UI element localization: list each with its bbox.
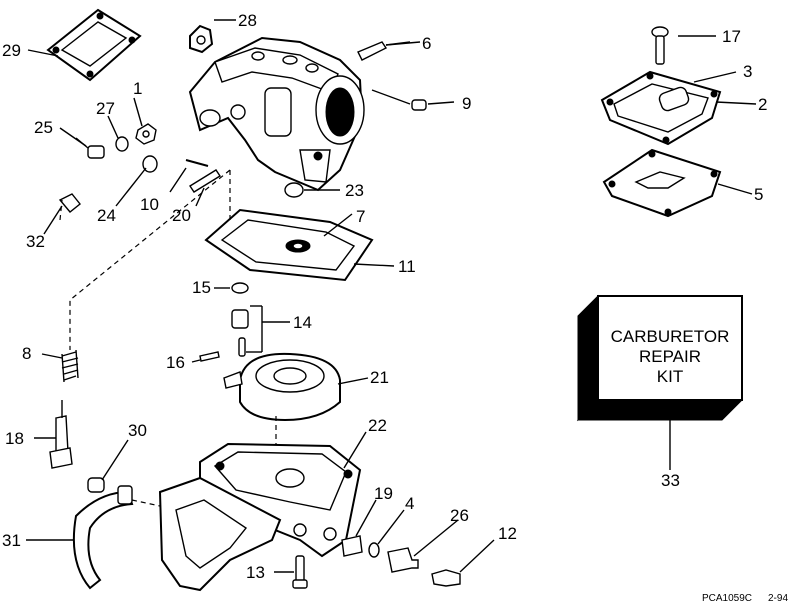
callout-31: 31 (2, 531, 21, 550)
float-21 (223, 352, 341, 422)
clamp-31 (72, 485, 134, 590)
callout-6: 6 (422, 34, 431, 53)
diaphragm-5 (602, 148, 722, 218)
callout-23: 23 (345, 181, 364, 200)
kit-label-line2: REPAIR (639, 347, 701, 366)
figure-code: PCA1059C (702, 593, 752, 604)
callout-26: 26 (450, 506, 469, 525)
callout-labels: 1 2 3 4 5 6 7 8 9 10 11 12 13 14 15 16 1… (2, 11, 767, 582)
screw-25 (75, 137, 105, 159)
callout-22: 22 (368, 416, 387, 435)
callout-10: 10 (140, 195, 159, 214)
callout-5: 5 (754, 185, 763, 204)
screw-6 (357, 41, 411, 61)
callout-8: 8 (22, 344, 31, 363)
callout-2: 2 (758, 95, 767, 114)
carburetor-body (188, 36, 365, 192)
spring-19 (341, 535, 363, 557)
callout-29: 29 (2, 41, 21, 60)
callout-17: 17 (722, 27, 741, 46)
callout-27: 27 (96, 99, 115, 118)
pin-10 (185, 159, 209, 167)
o-ring-15 (231, 282, 249, 294)
callout-18: 18 (5, 429, 24, 448)
screw-30 (87, 477, 105, 493)
clip-24 (142, 155, 158, 173)
washer-27 (115, 136, 129, 152)
repair-kit-box: CARBURETOR REPAIR KIT (576, 294, 744, 422)
callout-30: 30 (128, 421, 147, 440)
callout-32: 32 (26, 232, 45, 251)
callout-24: 24 (97, 206, 116, 225)
float-bowl-22 (199, 442, 362, 558)
leader-lines (26, 19, 757, 573)
figure-date: 2-94 (768, 593, 788, 604)
assembly-lines (59, 169, 277, 507)
callout-14: 14 (293, 313, 312, 332)
callout-7: 7 (356, 207, 365, 226)
fitting-32 (58, 193, 81, 213)
idle-screw-18 (49, 400, 73, 469)
nut-1 (135, 123, 157, 145)
plug-23 (284, 182, 304, 198)
callout-28: 28 (238, 11, 257, 30)
callout-21: 21 (370, 368, 389, 387)
callout-33: 33 (661, 471, 680, 490)
nut-28 (189, 24, 214, 54)
kit-label-line1: CARBURETOR (611, 327, 730, 346)
plug-9 (371, 89, 427, 111)
gasket-29 (46, 8, 142, 82)
callout-20: 20 (172, 206, 191, 225)
callout-13: 13 (246, 563, 265, 582)
callout-25: 25 (34, 118, 53, 137)
callout-1: 1 (133, 79, 142, 98)
washer-4 (368, 542, 380, 558)
screw-20 (189, 169, 221, 193)
cover-2 (600, 70, 722, 146)
callout-11: 11 (398, 257, 416, 276)
screw-13 (292, 555, 308, 589)
drain-screw-12 (431, 569, 461, 587)
callout-16: 16 (166, 353, 185, 372)
callout-15: 15 (192, 278, 211, 297)
callout-4: 4 (405, 494, 414, 513)
gasket-11 (204, 208, 374, 282)
callout-3: 3 (743, 62, 752, 81)
callout-19: 19 (374, 484, 393, 503)
bracket (158, 476, 282, 592)
main-jet-26 (387, 547, 419, 573)
needle-valve-14 (231, 309, 249, 357)
spring-8 (61, 349, 79, 383)
callout-9: 9 (462, 94, 471, 113)
callout-12: 12 (498, 524, 517, 543)
screw-17 (651, 26, 669, 65)
pin-16 (199, 351, 220, 362)
kit-label-line3: KIT (657, 367, 683, 386)
